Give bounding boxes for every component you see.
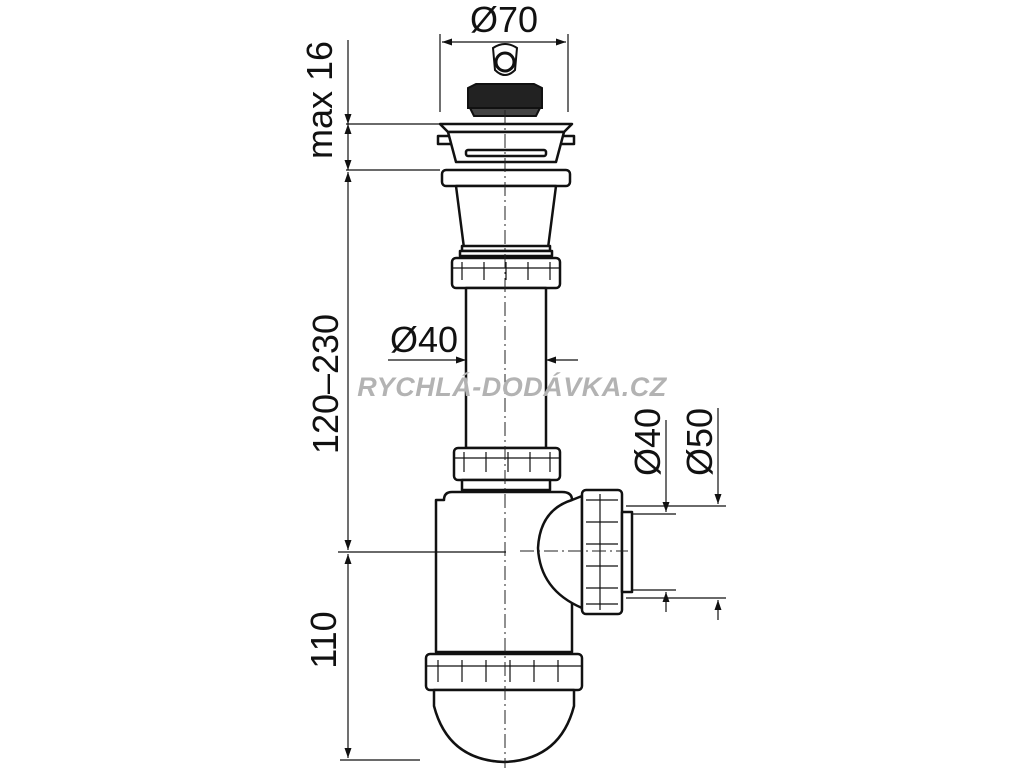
outlet-junction — [536, 494, 584, 610]
bottom-union-nut — [424, 652, 584, 692]
lower-union-nut — [452, 446, 562, 492]
stopper-plug — [467, 43, 543, 117]
sink-flange — [436, 122, 576, 164]
pipe-diameter-label: Ø40 — [390, 319, 458, 360]
vertical-pipe — [464, 286, 548, 450]
gasket-ring — [440, 168, 572, 188]
watermark: RYCHLÁ-DODÁVKA.CZ — [357, 371, 668, 402]
upper-tapered-tube — [454, 184, 558, 250]
outlet-outer-diameter-label: Ø50 — [679, 408, 720, 476]
bottom-cap — [432, 688, 576, 764]
max-height-label: max 16 — [299, 41, 340, 159]
siphon-assembly — [424, 43, 634, 768]
outlet-inner-diameter-label: Ø40 — [627, 408, 668, 476]
side-outlet-nut — [580, 488, 634, 616]
bottom-height-label: 110 — [303, 611, 344, 668]
upper-union-nut — [450, 256, 562, 290]
dimension-lines — [338, 34, 726, 761]
adjustable-height-label: 120–230 — [305, 314, 346, 454]
top-diameter-label: Ø70 — [470, 0, 538, 40]
thread-rings — [458, 244, 554, 258]
